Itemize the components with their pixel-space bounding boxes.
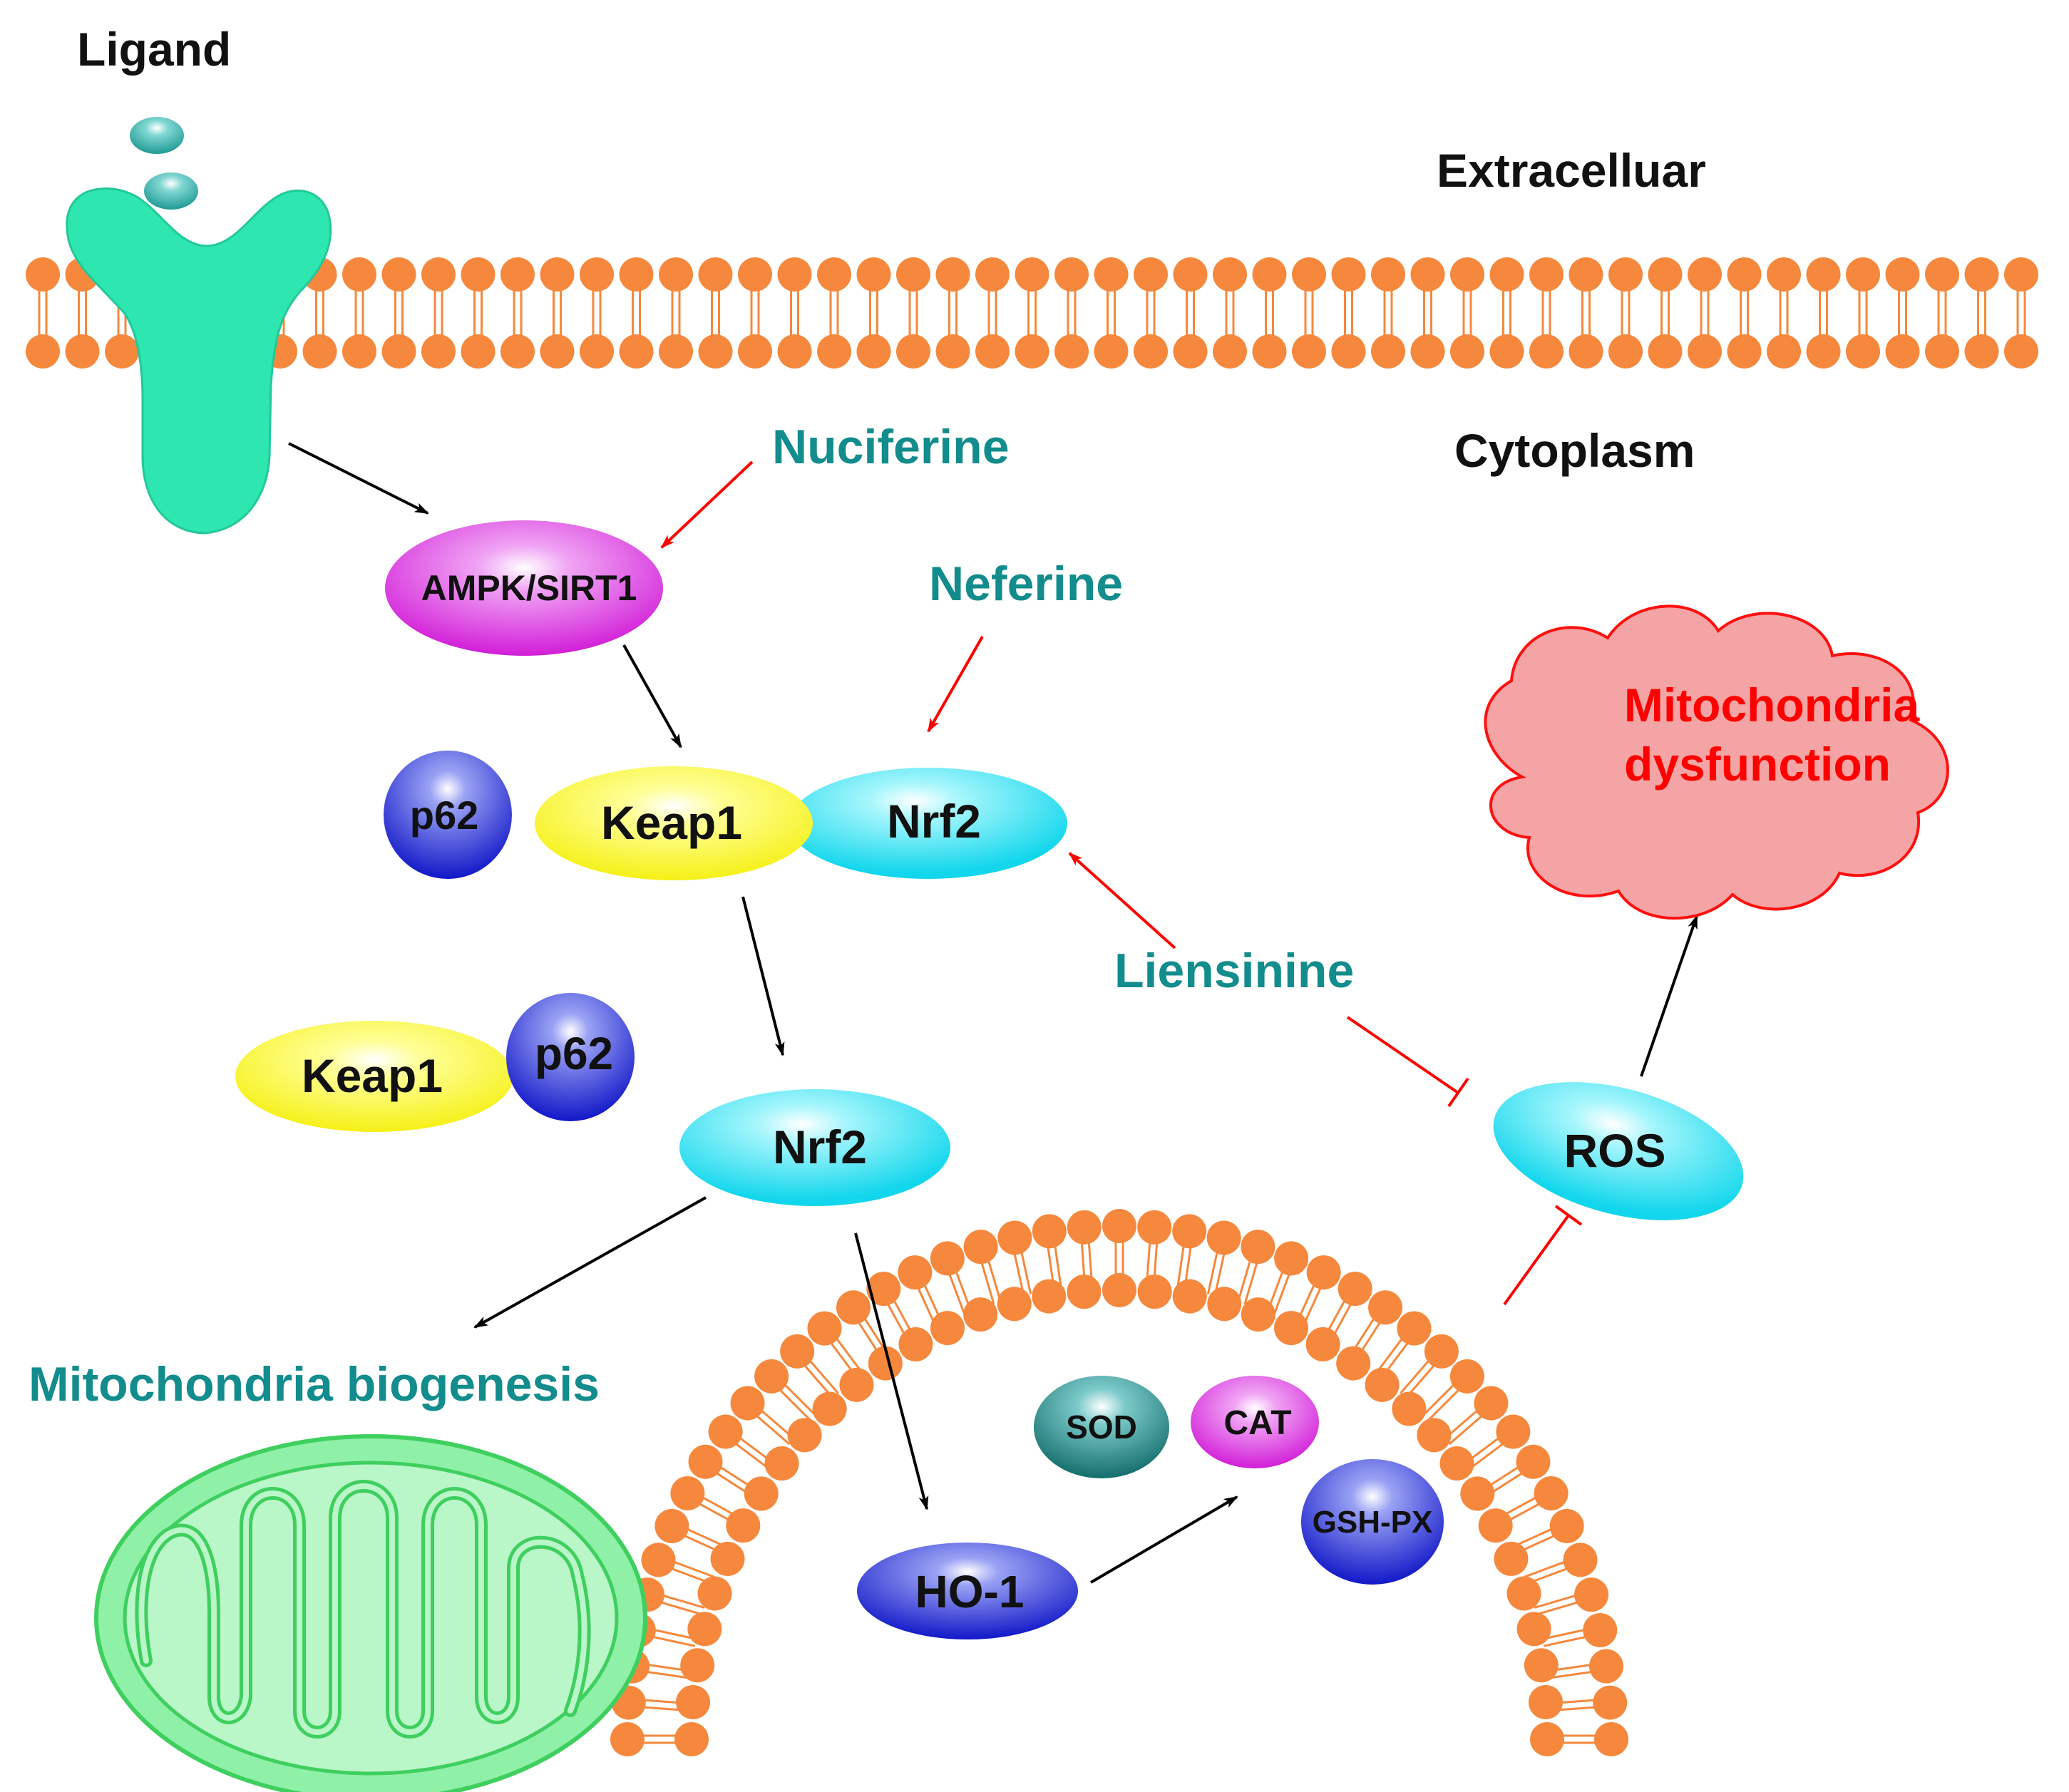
keap1-node: Keap1 xyxy=(535,766,813,880)
cat-node: CAT xyxy=(1191,1376,1319,1468)
arrow-receptor-to-ampk xyxy=(288,442,429,515)
extracellular-label: Extracelluar xyxy=(1437,144,1706,197)
svg-text:CAT: CAT xyxy=(1223,1404,1291,1442)
plasma-membrane xyxy=(26,257,2038,369)
svg-text:AMPK/SIRT1: AMPK/SIRT1 xyxy=(421,568,637,608)
nrf2-node: Nrf2 xyxy=(789,768,1067,879)
arrow-ros-to-dysfunction xyxy=(1640,915,1698,1077)
inhibit-antioxidants-to-ros xyxy=(1503,1214,1570,1306)
svg-text:HO-1: HO-1 xyxy=(915,1566,1025,1617)
gsh-px-node: GSH-PX xyxy=(1301,1459,1444,1585)
arrow-ho1-to-cat xyxy=(1089,1495,1238,1584)
arrow-liensinine-to-nrf2 xyxy=(1068,852,1176,949)
arrow-neferine-to-nrf2 xyxy=(927,636,984,733)
svg-text:p62: p62 xyxy=(410,793,479,838)
mitochondria-biogenesis-label: Mitochondria biogenesis xyxy=(29,1357,600,1411)
svg-text:GSH-PX: GSH-PX xyxy=(1313,1505,1433,1540)
svg-text:Nrf2: Nrf2 xyxy=(887,795,981,848)
mitochondria-dysfunction-label: Mitochondria xyxy=(1624,679,1921,731)
arrows xyxy=(288,442,1698,1584)
mitochondrion xyxy=(94,1434,647,1792)
arrow-nrf2-to-biogenesis xyxy=(473,1196,707,1329)
svg-text:Keap1: Keap1 xyxy=(601,796,742,849)
nuciferine-label: Nuciferine xyxy=(772,420,1010,474)
arrow-nrf2-to-ho1 xyxy=(854,1232,929,1510)
inhibit-liensinine-to-ros xyxy=(1346,1016,1459,1094)
liensinine-label: Liensinine xyxy=(1114,944,1354,998)
svg-text:ROS: ROS xyxy=(1564,1124,1665,1177)
neferine-label: Neferine xyxy=(929,557,1123,611)
ros-node: ROS xyxy=(1493,1082,1744,1220)
svg-text:SOD: SOD xyxy=(1066,1409,1137,1446)
mitochondria-dysfunction-cloud: Mitochondria dysfunction xyxy=(1484,604,1949,920)
receptor xyxy=(66,187,332,535)
mitochondrial-membrane xyxy=(610,1209,1628,1756)
ho1-node: HO-1 xyxy=(857,1543,1078,1639)
ligand-molecule xyxy=(144,172,198,210)
p62-free-node: p62 xyxy=(506,993,635,1121)
svg-text:Nrf2: Nrf2 xyxy=(773,1121,867,1173)
cytoplasm-label: Cytoplasm xyxy=(1454,424,1695,477)
arrow-ampk-to-keap1 xyxy=(622,644,682,748)
ligand-molecule xyxy=(130,117,184,154)
ampk-sirt1-node: AMPK/SIRT1 xyxy=(385,520,663,656)
svg-text:p62: p62 xyxy=(535,1028,613,1079)
arrow-keap1-to-nrf2 xyxy=(741,896,785,1056)
sod-node: SOD xyxy=(1034,1376,1169,1478)
mitochondria-dysfunction-label: dysfunction xyxy=(1624,738,1891,791)
ligand-label: Ligand xyxy=(77,23,231,76)
keap1-nrf2-complex: Nrf2 Keap1 p62 xyxy=(384,751,1067,880)
nrf2-free-node: Nrf2 xyxy=(679,1089,950,1206)
svg-text:Keap1: Keap1 xyxy=(302,1049,443,1102)
arrow-nuciferine-to-ampk xyxy=(660,460,754,549)
keap1-free-node: Keap1 xyxy=(235,1021,513,1132)
p62-node: p62 xyxy=(384,751,512,879)
